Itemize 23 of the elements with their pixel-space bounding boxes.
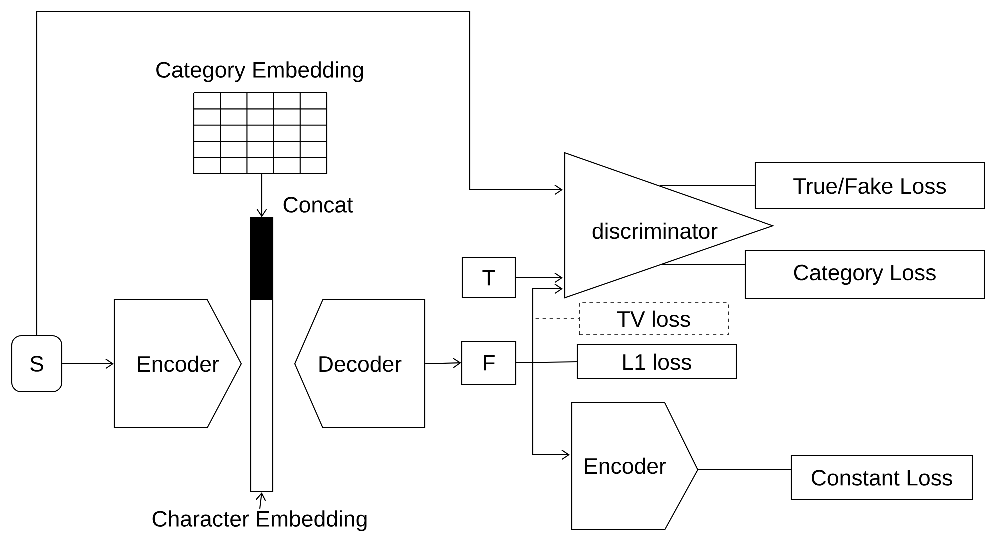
loss-box: Constant Loss — [790, 455, 974, 501]
input-box: S — [11, 335, 63, 393]
arrow — [516, 362, 570, 460]
embedding-label: Character Embedding — [152, 510, 367, 532]
arrow — [36, 11, 564, 336]
arrow — [62, 358, 114, 370]
loss-box: TV loss — [579, 302, 729, 336]
vector-bar — [250, 217, 274, 493]
arrow — [516, 272, 564, 284]
loss-box: True/Fake Loss — [754, 162, 986, 210]
loss-box: Category Loss — [744, 250, 986, 300]
output-box: F — [461, 340, 517, 386]
discriminator-triangle: discriminator — [564, 152, 775, 299]
arrow — [426, 358, 462, 368]
loss-box: L1 loss — [576, 344, 738, 380]
input-box: T — [462, 257, 516, 299]
decoder-block: Decoder — [294, 299, 426, 429]
arrow — [256, 492, 266, 509]
encoder-block: Encoder — [114, 299, 242, 429]
encoder-block: Encoder — [571, 402, 699, 531]
edge-label: Concat — [282, 196, 354, 214]
embedding-grid: Category Embedding — [156, 62, 364, 175]
arrow — [256, 174, 268, 218]
